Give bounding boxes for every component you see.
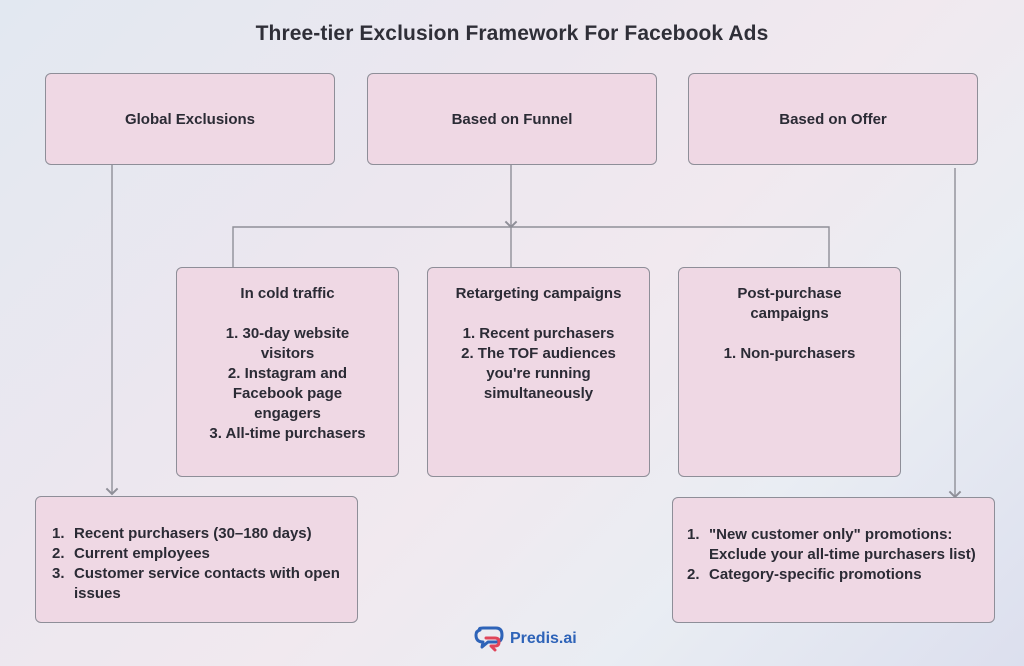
page-title: Three-tier Exclusion Framework For Faceb… bbox=[255, 22, 769, 45]
based-on-funnel-box: Based on Funnel bbox=[367, 73, 657, 165]
list-item: visitors bbox=[260, 345, 315, 362]
retargeting-title: Retargeting campaigns bbox=[455, 285, 622, 302]
list-item: 3. All-time purchasers bbox=[209, 425, 366, 442]
global-exclusions-list-box: 1.Recent purchasers (30–180 days) 2.Curr… bbox=[35, 496, 358, 623]
global-exclusions-label: Global Exclusions bbox=[124, 110, 256, 128]
offer-list-box: 1."New customer only" promotions: Exclud… bbox=[672, 497, 995, 623]
retargeting-list: 1. Recent purchasers 2. The TOF audience… bbox=[428, 324, 649, 404]
cold-traffic-list: 1. 30-day website visitors 2. Instagram … bbox=[177, 324, 398, 444]
list-item: 2.Current employees bbox=[52, 545, 210, 562]
list-item: simultaneously bbox=[483, 385, 594, 402]
funnel-branch bbox=[232, 226, 830, 267]
cold-traffic-box: In cold traffic 1. 30-day website visito… bbox=[176, 267, 399, 477]
list-item: 2. The TOF audiences bbox=[461, 345, 616, 362]
logo-text: Predis.ai bbox=[510, 630, 577, 647]
list-item: engagers bbox=[254, 405, 321, 422]
offer-list: 1."New customer only" promotions: Exclud… bbox=[687, 525, 978, 585]
global-exclusions-list: 1.Recent purchasers (30–180 days) 2.Curr… bbox=[52, 524, 345, 604]
list-item: you're running bbox=[486, 365, 591, 382]
list-item: 1. Recent purchasers bbox=[462, 325, 615, 342]
retargeting-box: Retargeting campaigns 1. Recent purchase… bbox=[427, 267, 650, 477]
list-item: 2.Category-specific promotions bbox=[687, 566, 922, 583]
list-item: 1. Non-purchasers bbox=[723, 345, 856, 362]
global-exclusions-box: Global Exclusions bbox=[45, 73, 335, 165]
based-on-offer-label: Based on Offer bbox=[779, 110, 887, 128]
based-on-offer-box: Based on Offer bbox=[688, 73, 978, 165]
predis-logo: Predis.ai bbox=[474, 626, 577, 652]
post-purchase-title: Post-purchase campaigns bbox=[737, 285, 842, 322]
post-purchase-list: 1. Non-purchasers bbox=[679, 344, 900, 364]
list-item: 2. Instagram and bbox=[227, 365, 348, 382]
list-item: 1. 30-day website bbox=[225, 325, 350, 342]
cold-traffic-title: In cold traffic bbox=[240, 285, 335, 302]
list-item: 3.Customer service contacts with open is… bbox=[52, 565, 340, 602]
post-purchase-box: Post-purchase campaigns 1. Non-purchaser… bbox=[678, 267, 901, 477]
list-item: 1.Recent purchasers (30–180 days) bbox=[52, 525, 312, 542]
list-item: 1."New customer only" promotions: Exclud… bbox=[687, 526, 976, 563]
based-on-funnel-label: Based on Funnel bbox=[451, 110, 573, 128]
list-item: Facebook page bbox=[232, 385, 343, 402]
speech-bubble-icon bbox=[474, 626, 504, 652]
